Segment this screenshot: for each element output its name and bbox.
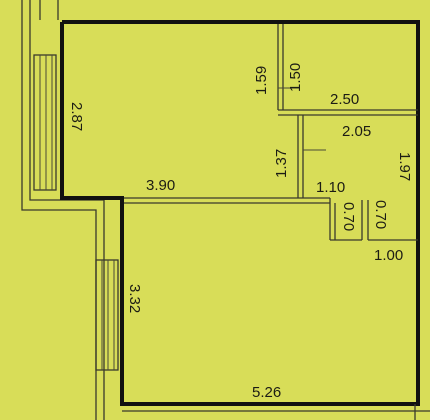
- dim-niche-bottom: 1.00: [374, 247, 403, 264]
- dim-wc-width: 2.05: [342, 123, 371, 140]
- dim-bath-width: 2.50: [330, 91, 359, 108]
- bottom-outer-lines: [122, 404, 430, 420]
- dim-bottom-width: 5.26: [252, 384, 281, 401]
- partitions: [124, 24, 418, 241]
- dim-wall-bottom-left: 3.32: [126, 284, 143, 313]
- dim-room-width: 3.90: [146, 177, 175, 194]
- dim-right-height: 1.97: [396, 152, 413, 181]
- dim-niche-depth-b: 0.70: [372, 200, 389, 229]
- dim-wall-top-left: 2.87: [68, 102, 85, 131]
- window-upper: [33, 54, 57, 191]
- window-lower: [95, 259, 119, 371]
- dim-niche-depth-a: 0.70: [340, 202, 357, 231]
- dim-bath-height-a: 1.59: [253, 66, 270, 95]
- dim-hall-height: 1.37: [273, 149, 290, 178]
- main-walls: [60, 20, 420, 406]
- dim-bath-height-b: 1.50: [287, 63, 304, 92]
- dimension-labels: 2.87 3.32 3.90 5.26 1.59 1.50 2.50 2.05 …: [68, 63, 413, 401]
- dim-niche-width: 1.10: [316, 179, 345, 196]
